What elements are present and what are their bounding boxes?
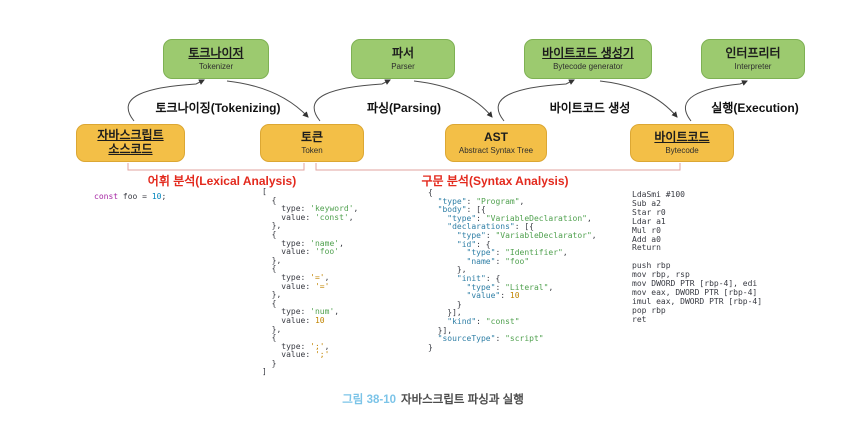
bytecode-generator-label-ko: 바이트코드 생성기 <box>542 46 634 60</box>
interpreter-label-en: Interpreter <box>734 61 772 71</box>
parsing-arrow-label: 파싱(Parsing) <box>366 101 442 115</box>
source-code-snippet: const foo = 10; <box>94 192 167 201</box>
token-list-snippet: [ { type: 'keyword', value: 'const', }, … <box>262 187 359 377</box>
tokenizer-label-en: Tokenizer <box>198 61 234 71</box>
source-code-label-line2: 소스코드 <box>108 142 153 156</box>
ast-json-snippet: { "type": "Program", "body": [{ "type": … <box>428 188 597 352</box>
ast-label-ko: AST <box>484 130 508 144</box>
tokenizer-label-ko: 토크나이저 <box>188 46 244 60</box>
syntax-analysis-bracket <box>315 163 681 171</box>
ast-box: AST Abstract Syntax Tree <box>445 124 547 162</box>
tokenizer-box: 토크나이저 Tokenizer <box>163 39 269 79</box>
tokenizing-arrow-label: 토크나이징(Tokenizing) <box>155 101 281 115</box>
lexical-analysis-bracket <box>127 163 305 171</box>
bytecode-label-en: Bytecode <box>665 145 699 155</box>
bytecode-label-ko: 바이트코드 <box>654 130 710 144</box>
execution-arrow-label: 실행(Execution) <box>711 101 799 115</box>
ast-label-en: Abstract Syntax Tree <box>458 145 534 155</box>
figure-title: 자바스크립트 파싱과 실행 <box>401 394 524 406</box>
bytecode-box: 바이트코드 Bytecode <box>630 124 734 162</box>
bytecode-generation-arrow-label: 바이트코드 생성 <box>549 101 631 115</box>
parser-box: 파서 Parser <box>351 39 455 79</box>
parser-label-en: Parser <box>391 61 415 71</box>
lexical-analysis-label: 어휘 분석(Lexical Analysis) <box>147 174 297 188</box>
token-label-en: Token <box>301 145 323 155</box>
token-label-ko: 토큰 <box>300 130 324 144</box>
bytecode-generator-label-en: Bytecode generator <box>553 61 623 71</box>
interpreter-box: 인터프리터 Interpreter <box>701 39 805 79</box>
figure-number: 그림 38-10 <box>342 394 396 406</box>
figure-caption: 그림 38-10 자바스크립트 파싱과 실행 <box>0 391 866 407</box>
interpreter-label-ko: 인터프리터 <box>725 46 781 60</box>
syntax-analysis-label: 구문 분석(Syntax Analysis) <box>421 174 569 188</box>
parser-label-ko: 파서 <box>391 46 415 60</box>
token-box: 토큰 Token <box>260 124 364 162</box>
source-code-label-line1: 자바스크립트 <box>97 128 164 143</box>
javascript-source-code-box: 자바스크립트 소스코드 <box>76 124 185 162</box>
bytecode-generator-box: 바이트코드 생성기 Bytecode generator <box>524 39 652 79</box>
